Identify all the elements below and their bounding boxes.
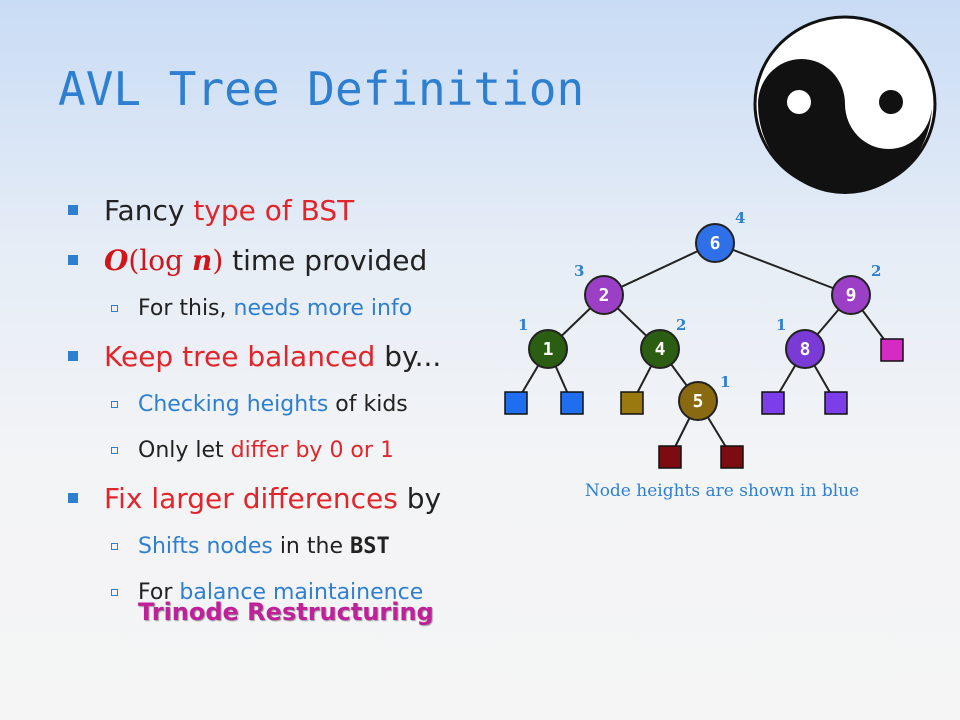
leaf-node	[824, 391, 848, 415]
height-label: 1	[720, 373, 730, 391]
bullet-text: in the	[272, 534, 350, 559]
bullet-fancy-bst: Fancy type of BST	[66, 188, 496, 238]
bullet-text: Only let	[138, 438, 231, 463]
leaf-node	[658, 445, 682, 469]
slide-title: AVL Tree Definition	[58, 62, 585, 116]
bullet-text: For this,	[138, 296, 234, 321]
leaf-node	[620, 391, 644, 415]
leaf-node	[761, 391, 785, 415]
bullet-fix-differences: Fix larger differences by	[66, 476, 496, 526]
bullet-highlight: Keep tree balanced	[104, 340, 376, 373]
leaf-node	[720, 445, 744, 469]
sub-bullet-shifts-nodes: Shifts nodes in the BST	[66, 526, 496, 572]
edge-6-9	[714, 242, 852, 296]
height-label: 3	[574, 262, 584, 280]
bullet-text: by	[397, 482, 442, 515]
bullet-highlight-digit: 1	[379, 438, 394, 463]
node-key-label: 2	[599, 285, 610, 306]
node-key-label: 8	[800, 339, 811, 360]
node-key-label: 9	[846, 285, 857, 306]
bullet-keep-balanced: Keep tree balanced by...	[66, 334, 496, 384]
tree-node-4	[640, 329, 680, 369]
bullet-text: by...	[375, 340, 442, 373]
bullet-highlight: balance maintainence	[179, 580, 424, 605]
yin-yang-icon	[753, 15, 937, 194]
trinode-restructuring-label: Trinode Restructuring	[138, 598, 434, 626]
bullet-text: time provided	[223, 244, 428, 277]
height-label: 4	[735, 209, 745, 227]
sub-bullet-differ: Only let differ by 0 or 1	[66, 430, 496, 476]
height-label: 2	[871, 262, 881, 280]
diagram-caption: Node heights are shown in blue	[585, 481, 859, 501]
n-variable: n	[191, 244, 213, 277]
sub-bullet-balance: For balance maintainence	[66, 572, 496, 618]
bullet-text: of kids	[328, 392, 408, 417]
height-label: 1	[518, 316, 528, 334]
sub-bullet-checking-heights: Checking heights of kids	[66, 384, 496, 430]
leaf-node	[880, 338, 904, 362]
leaf-node	[504, 391, 528, 415]
bullet-text: For	[138, 580, 180, 605]
tree-node-1	[528, 329, 568, 369]
bullet-highlight: Fix larger differences	[104, 482, 398, 515]
bullet-highlight: Shifts nodes	[138, 534, 273, 559]
bullet-highlight: type of BST	[193, 194, 355, 227]
big-o-symbol: O	[104, 244, 129, 277]
edge-6-2	[603, 242, 716, 296]
height-label: 2	[676, 316, 686, 334]
node-key-label: 6	[710, 233, 721, 254]
bullet-highlight: needs more info	[233, 296, 413, 321]
bullet-list: Fancy type of BST O(log n) time provided…	[66, 188, 496, 618]
node-key-label: 4	[655, 339, 666, 360]
leaf-node	[560, 391, 584, 415]
height-label: 1	[776, 316, 786, 334]
bullet-highlight: Checking heights	[138, 392, 329, 417]
tree-node-2	[584, 275, 624, 315]
tree-node-9	[831, 275, 871, 315]
tree-node-5	[678, 381, 718, 421]
paren-close: )	[212, 244, 224, 277]
tree-node-6	[695, 223, 735, 263]
bst-code-text: BST	[349, 534, 390, 559]
bullet-highlight: differ by 0 or	[230, 438, 380, 463]
node-key-label: 1	[543, 339, 554, 360]
bullet-text: Fancy	[104, 194, 194, 227]
log-text: (log	[128, 244, 192, 277]
sub-bullet-more-info: For this, needs more info	[66, 288, 496, 334]
tree-node-8	[785, 329, 825, 369]
node-key-label: 5	[693, 391, 704, 412]
bullet-log-time: O(log n) time provided	[66, 238, 496, 288]
